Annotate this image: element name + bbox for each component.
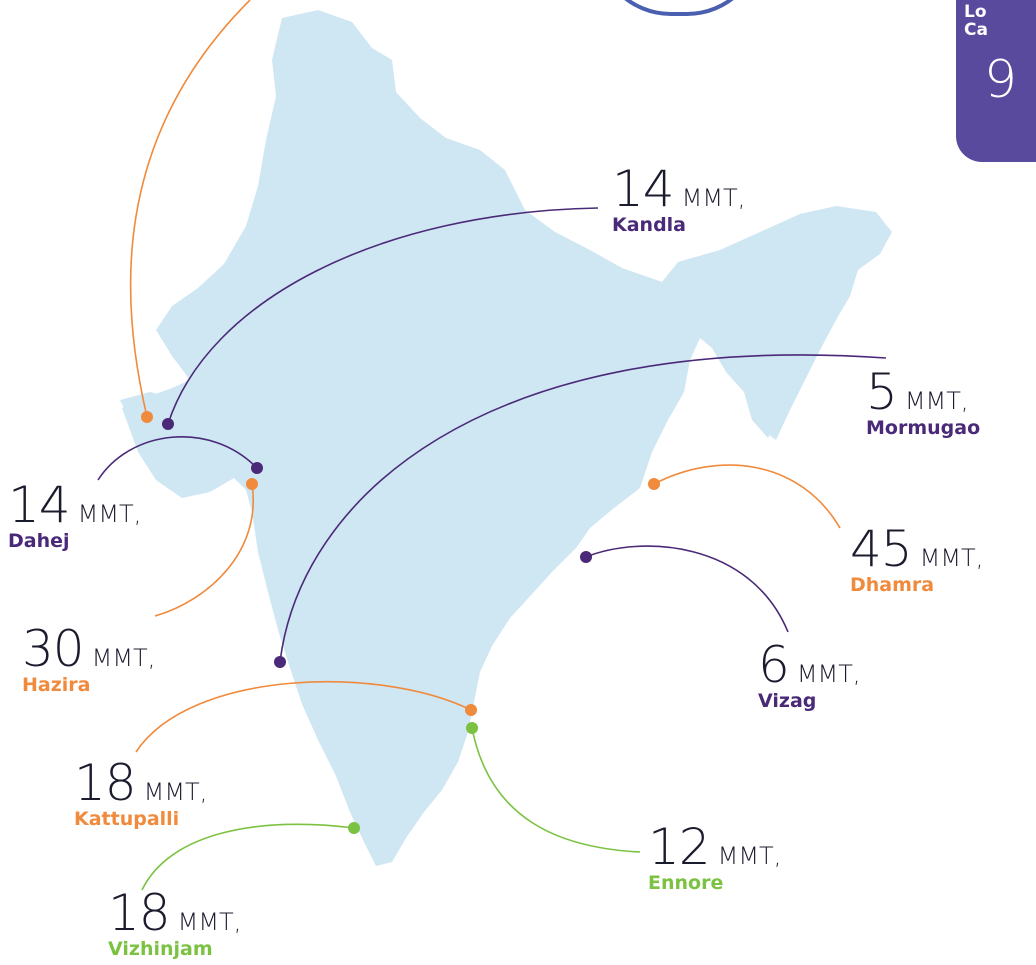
- port-marker: [141, 411, 153, 423]
- port-name: Ennore: [648, 872, 724, 894]
- side-card: Lo Ca 9: [956, 0, 1036, 162]
- connector-dhamra: [653, 464, 841, 529]
- port-markers: [141, 411, 660, 834]
- connector-ennore: [471, 727, 641, 853]
- side-card-line1: Lo: [964, 2, 987, 22]
- port-marker-vizag: [580, 551, 592, 563]
- connector-kandla: [167, 207, 599, 425]
- capacity-unit: MMT,: [904, 387, 969, 415]
- capacity-value: 12: [648, 818, 711, 876]
- india-mainland: [122, 10, 886, 866]
- port-name: Hazira: [22, 674, 91, 696]
- port-name: Dhamra: [850, 574, 935, 596]
- port-name: Kandla: [612, 214, 687, 236]
- port-marker-hazira: [246, 478, 258, 490]
- port-name: Vizag: [758, 690, 817, 712]
- capacity-value: 5: [866, 363, 898, 421]
- capacity-value: 45: [850, 520, 913, 578]
- capacity-value: 14: [612, 160, 675, 218]
- port-marker-kandla: [162, 418, 174, 430]
- port-marker-ennore: [466, 722, 478, 734]
- capacity-unit: MMT,: [77, 500, 142, 528]
- connector-vizhinjam: [141, 823, 355, 891]
- port-name: Vizhinjam: [108, 938, 213, 960]
- port-marker-dahej: [251, 462, 263, 474]
- capacity-unit: MMT,: [91, 644, 156, 672]
- capacity-unit: MMT,: [919, 544, 984, 572]
- capacity-value: 18: [74, 754, 137, 812]
- capacity-unit: MMT,: [143, 778, 208, 806]
- northeast-region: [678, 206, 892, 440]
- capacity-unit: MMT,: [717, 842, 782, 870]
- capacity-value: 30: [22, 620, 85, 678]
- capacity-unit: MMT,: [177, 908, 242, 936]
- port-name: Kattupalli: [74, 808, 180, 830]
- connector-top-orange: [129, 0, 251, 418]
- connector-lines: [97, 0, 887, 891]
- capacity-value: 6: [758, 636, 790, 694]
- side-card-line2: Ca: [964, 20, 988, 40]
- connector-dahej: [97, 436, 258, 481]
- capacity-value: 18: [108, 884, 171, 942]
- port-marker-mormugao: [274, 656, 286, 668]
- connector-hazira: [154, 483, 254, 617]
- port-name: Dahej: [8, 530, 70, 552]
- capacity-unit: MMT,: [681, 184, 746, 212]
- india-ports-map: [97, 0, 892, 891]
- port-marker-dhamra: [648, 478, 660, 490]
- port-marker-kattupalli: [465, 704, 477, 716]
- port-name: Mormugao: [866, 417, 981, 439]
- connector-kattupalli: [135, 680, 472, 753]
- capacity-unit: MMT,: [796, 660, 861, 688]
- side-card-number: 9: [984, 50, 1018, 110]
- port-marker-vizhinjam: [348, 822, 360, 834]
- connector-mormugao: [279, 354, 887, 663]
- capacity-value: 14: [8, 476, 71, 534]
- connector-vizag: [585, 545, 789, 633]
- gujarat-coast: [120, 392, 196, 440]
